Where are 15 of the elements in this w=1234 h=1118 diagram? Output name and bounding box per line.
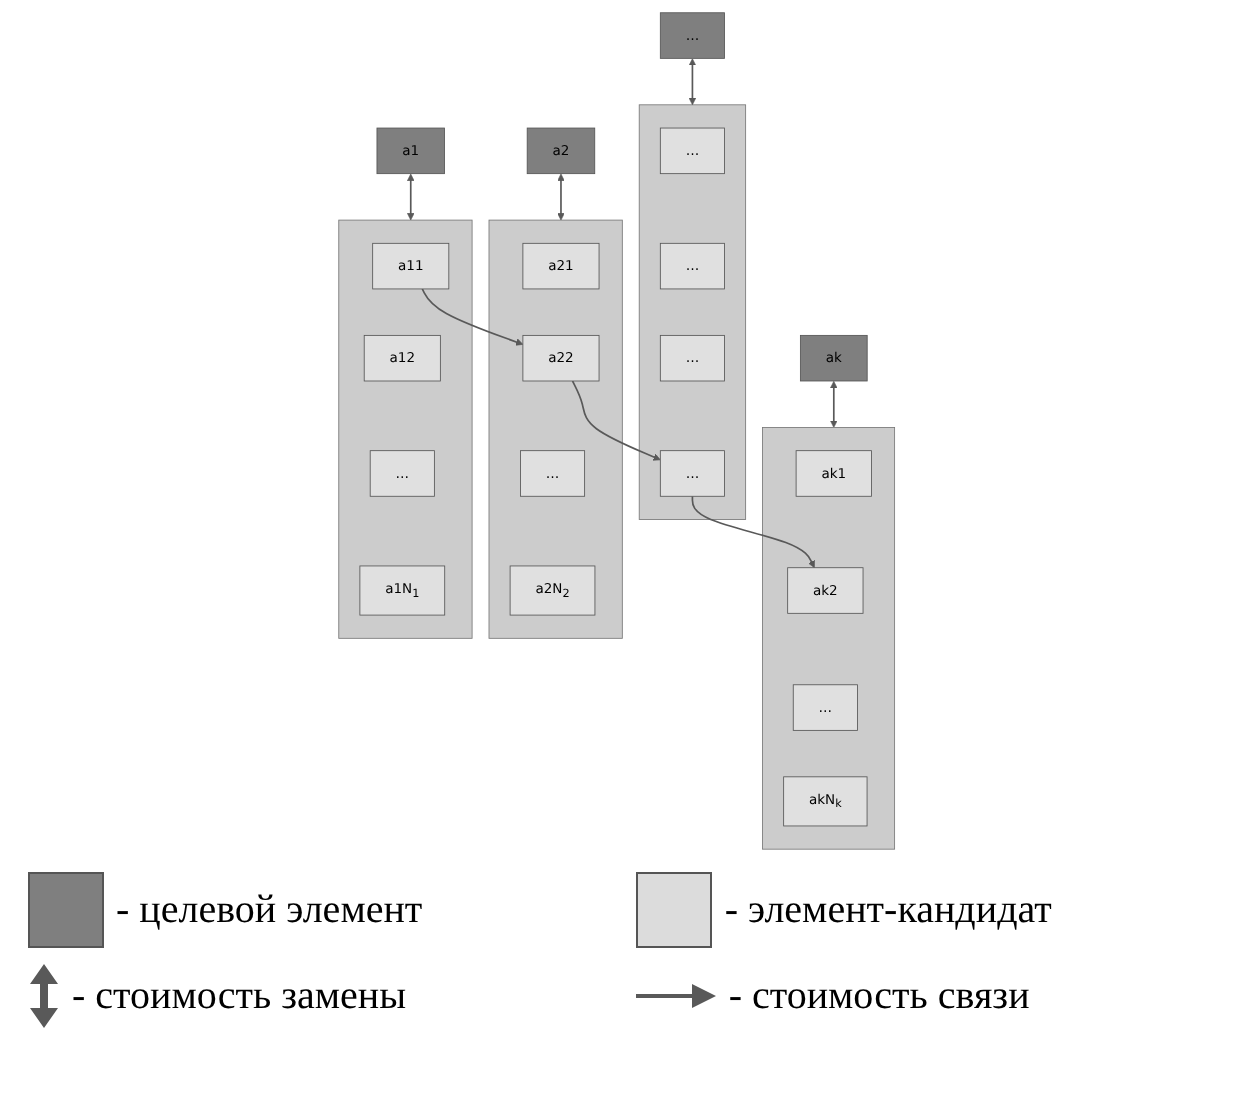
cluster (762, 426, 896, 849)
arrow (557, 172, 565, 220)
arrow (830, 380, 838, 427)
arrow (689, 57, 697, 105)
arrow (421, 287, 524, 345)
legend-text: - стоимость связи (728, 973, 1030, 1019)
arrow (691, 494, 816, 568)
cluster (488, 218, 624, 638)
legend-text: - стоимость замены (72, 973, 407, 1019)
legend-text: - элемент-кандидат (724, 887, 1052, 933)
cluster (639, 103, 747, 519)
arrow (407, 172, 415, 220)
legend-text: - целевой элемент (116, 887, 423, 933)
cluster (338, 218, 473, 638)
arrow (572, 379, 661, 460)
